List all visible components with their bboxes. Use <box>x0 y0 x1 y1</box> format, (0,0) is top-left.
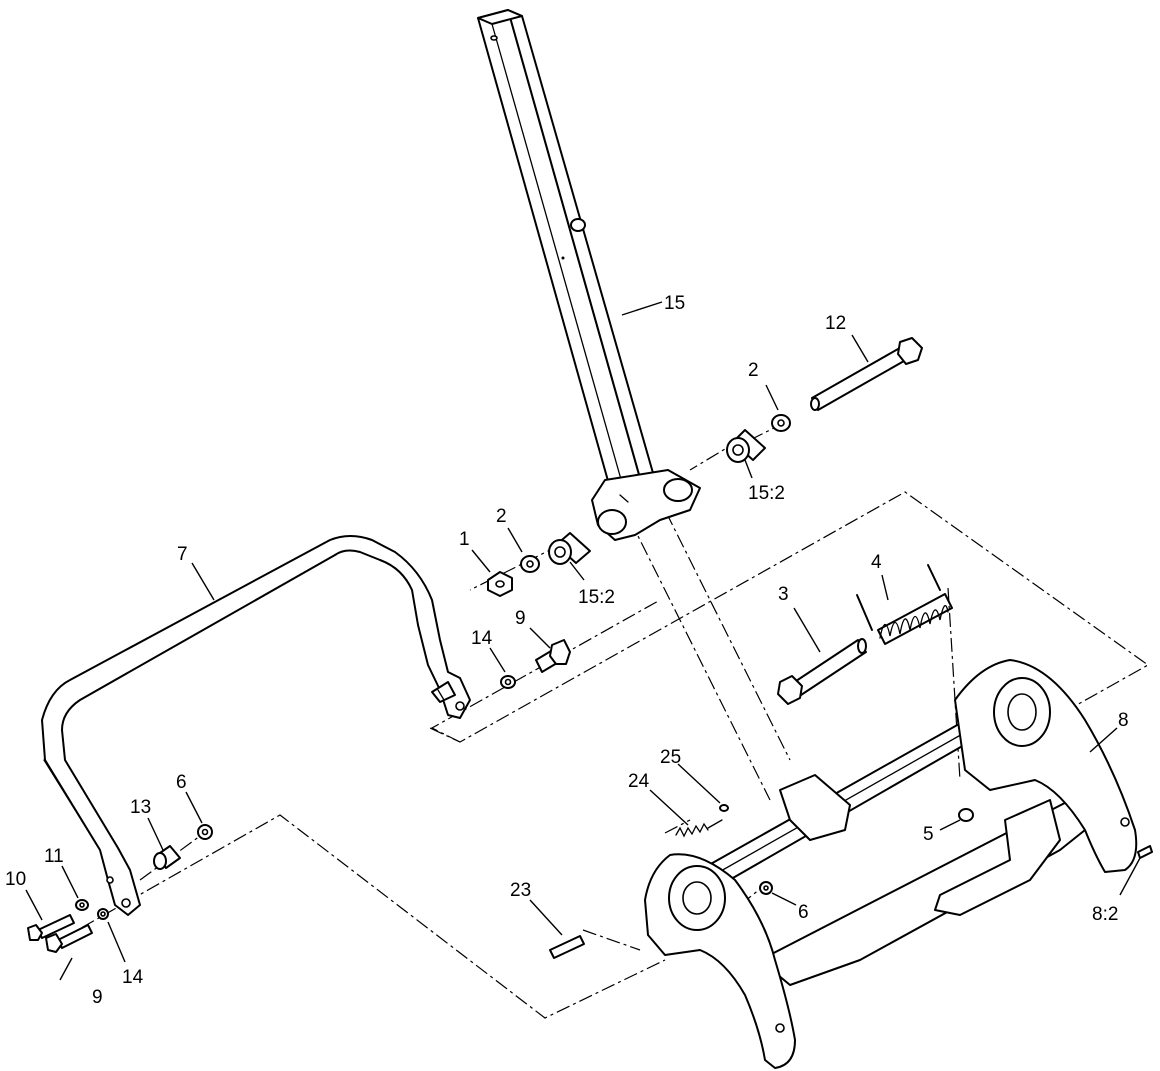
callout-8-2: 8:2 <box>1092 904 1118 925</box>
callout-10: 10 <box>5 869 26 890</box>
main-frame-part <box>644 659 1153 1069</box>
bushing-part <box>726 429 766 463</box>
bushing-part <box>548 532 591 565</box>
washer-part <box>759 881 773 895</box>
callout-5: 5 <box>923 824 934 845</box>
callout-9: 9 <box>515 608 526 629</box>
bolt-part <box>535 639 571 673</box>
spacer-part <box>500 675 516 689</box>
callout-23: 23 <box>510 880 531 901</box>
callout-7: 7 <box>177 544 188 565</box>
callout-6: 6 <box>798 902 809 923</box>
callout-15-2: 15:2 <box>748 483 785 504</box>
callout-25: 25 <box>660 747 681 768</box>
callout-3: 3 <box>778 584 789 605</box>
leader-lines <box>25 301 1141 981</box>
callout-8: 8 <box>1118 710 1129 731</box>
callout-6: 6 <box>176 772 187 793</box>
callout-2: 2 <box>748 360 759 381</box>
plug-part <box>958 808 974 822</box>
callout-15-2: 15:2 <box>578 587 615 608</box>
spacer-part <box>97 908 109 920</box>
washer-part <box>75 899 89 911</box>
bolt-part <box>45 924 93 953</box>
callout-9: 9 <box>92 987 103 1008</box>
spacer-sleeve-part <box>153 845 181 870</box>
callout-labels: 15 12 2 15:2 1 2 15:2 7 4 3 9 14 8 25 24… <box>5 293 1129 1008</box>
pin-part <box>549 935 585 959</box>
extension-spring-part <box>675 819 723 838</box>
bail-bar-part <box>41 535 471 916</box>
callout-14: 14 <box>471 628 493 649</box>
bolt-part <box>27 914 75 941</box>
callout-4: 4 <box>871 552 882 573</box>
handle-tube-part <box>477 9 701 541</box>
washer-part <box>520 555 540 573</box>
nut-part <box>487 571 513 597</box>
callout-12: 12 <box>825 313 846 334</box>
callout-15: 15 <box>664 293 685 314</box>
callout-1: 1 <box>459 529 470 550</box>
callout-14: 14 <box>122 967 144 988</box>
torsion-spring-part <box>856 564 953 645</box>
callout-2: 2 <box>496 506 507 527</box>
pivot-bolt-part <box>777 638 867 705</box>
callout-24: 24 <box>628 771 650 792</box>
washer-part <box>771 414 791 432</box>
long-bolt-part <box>810 337 923 411</box>
washer-part <box>197 824 213 840</box>
assembly-guide-lines <box>59 419 1150 1019</box>
pin-part <box>719 804 729 812</box>
callout-13: 13 <box>130 797 151 818</box>
callout-11: 11 <box>44 846 64 867</box>
